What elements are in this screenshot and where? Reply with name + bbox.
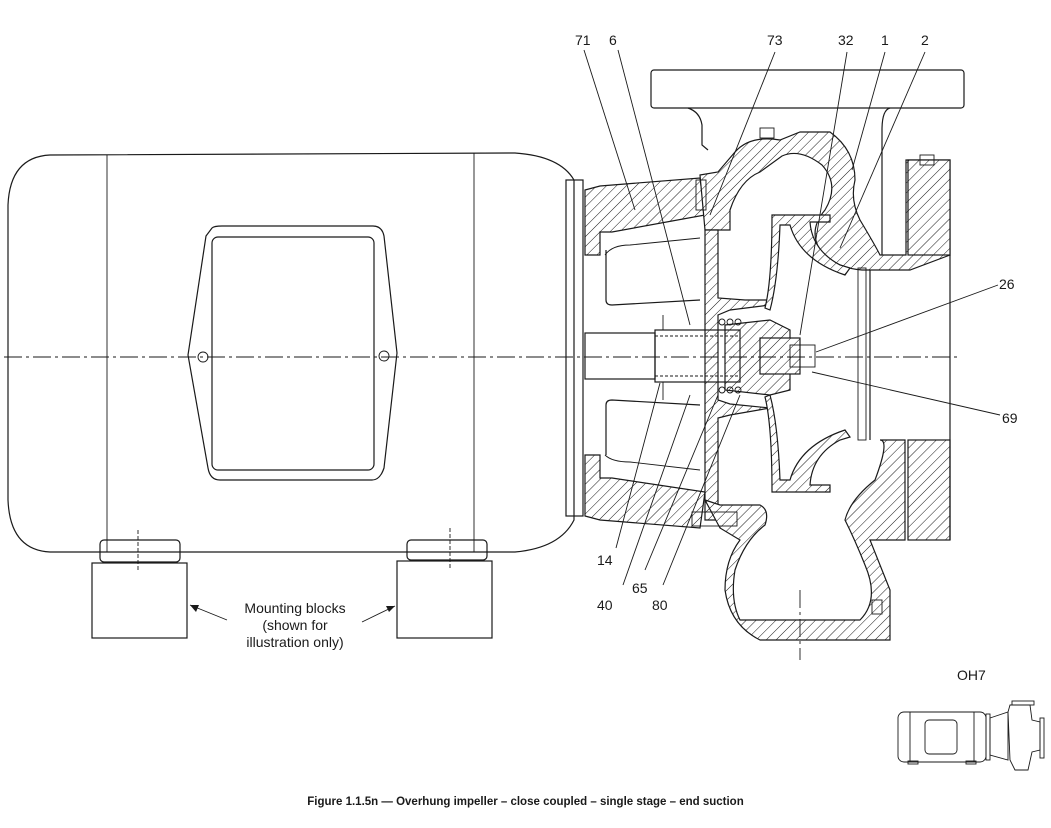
leader-2	[839, 51, 926, 249]
leader-40	[622, 394, 691, 586]
impeller-lower	[764, 394, 851, 493]
mounting-block-left	[91, 562, 188, 639]
bolt-73	[695, 179, 707, 211]
oh7-thumbnail	[897, 700, 1045, 771]
discharge-flange	[650, 69, 965, 109]
mounting-blocks-note: Mounting blocks (shown for illustration …	[244, 600, 346, 650]
leader-6	[617, 49, 691, 326]
callout-26: 26	[999, 276, 1015, 292]
callout-40: 40	[597, 597, 613, 613]
callout-6: 6	[609, 32, 617, 48]
callout-14: 14	[597, 552, 613, 568]
leader-69	[811, 371, 1001, 416]
terminal-box-outer	[187, 225, 398, 481]
mounting-block-right	[396, 560, 493, 639]
callout-32: 32	[838, 32, 854, 48]
callout-69: 69	[1002, 410, 1018, 426]
leader-73	[709, 51, 776, 216]
screw-right-icon	[378, 350, 390, 362]
leader-80	[662, 394, 741, 586]
callout-80: 80	[652, 597, 668, 613]
type-code: OH7	[957, 667, 986, 683]
leader-71	[583, 49, 636, 211]
leader-32	[799, 51, 848, 336]
suction-flange-lower	[907, 439, 951, 541]
motor-body	[7, 152, 575, 553]
callout-71: 71	[575, 32, 591, 48]
callout-65: 65	[632, 580, 648, 596]
leader-26	[815, 284, 999, 353]
impeller-nut-26	[759, 337, 801, 375]
leader-1	[851, 51, 886, 171]
leader-65	[644, 394, 719, 571]
impeller-upper	[764, 214, 851, 311]
callout-73: 73	[767, 32, 783, 48]
callout-1: 1	[881, 32, 889, 48]
terminal-box-inner	[211, 236, 375, 471]
leader-14	[615, 382, 661, 549]
figure-caption: Figure 1.1.5n — Overhung impeller – clos…	[307, 796, 744, 808]
callout-2: 2	[921, 32, 929, 48]
shaft-sleeve-14	[654, 329, 741, 383]
motor-flange	[565, 179, 584, 517]
foot-left	[99, 539, 181, 563]
shaft-stub	[584, 332, 656, 380]
leader-lines	[583, 49, 1001, 586]
suction-flange-upper	[907, 159, 951, 256]
shaft-seal	[584, 315, 816, 400]
foot-right	[406, 539, 488, 561]
motor	[7, 152, 584, 570]
pump-casing	[650, 69, 965, 641]
bolt-lower	[691, 511, 738, 527]
adapter-bracket	[584, 177, 706, 529]
